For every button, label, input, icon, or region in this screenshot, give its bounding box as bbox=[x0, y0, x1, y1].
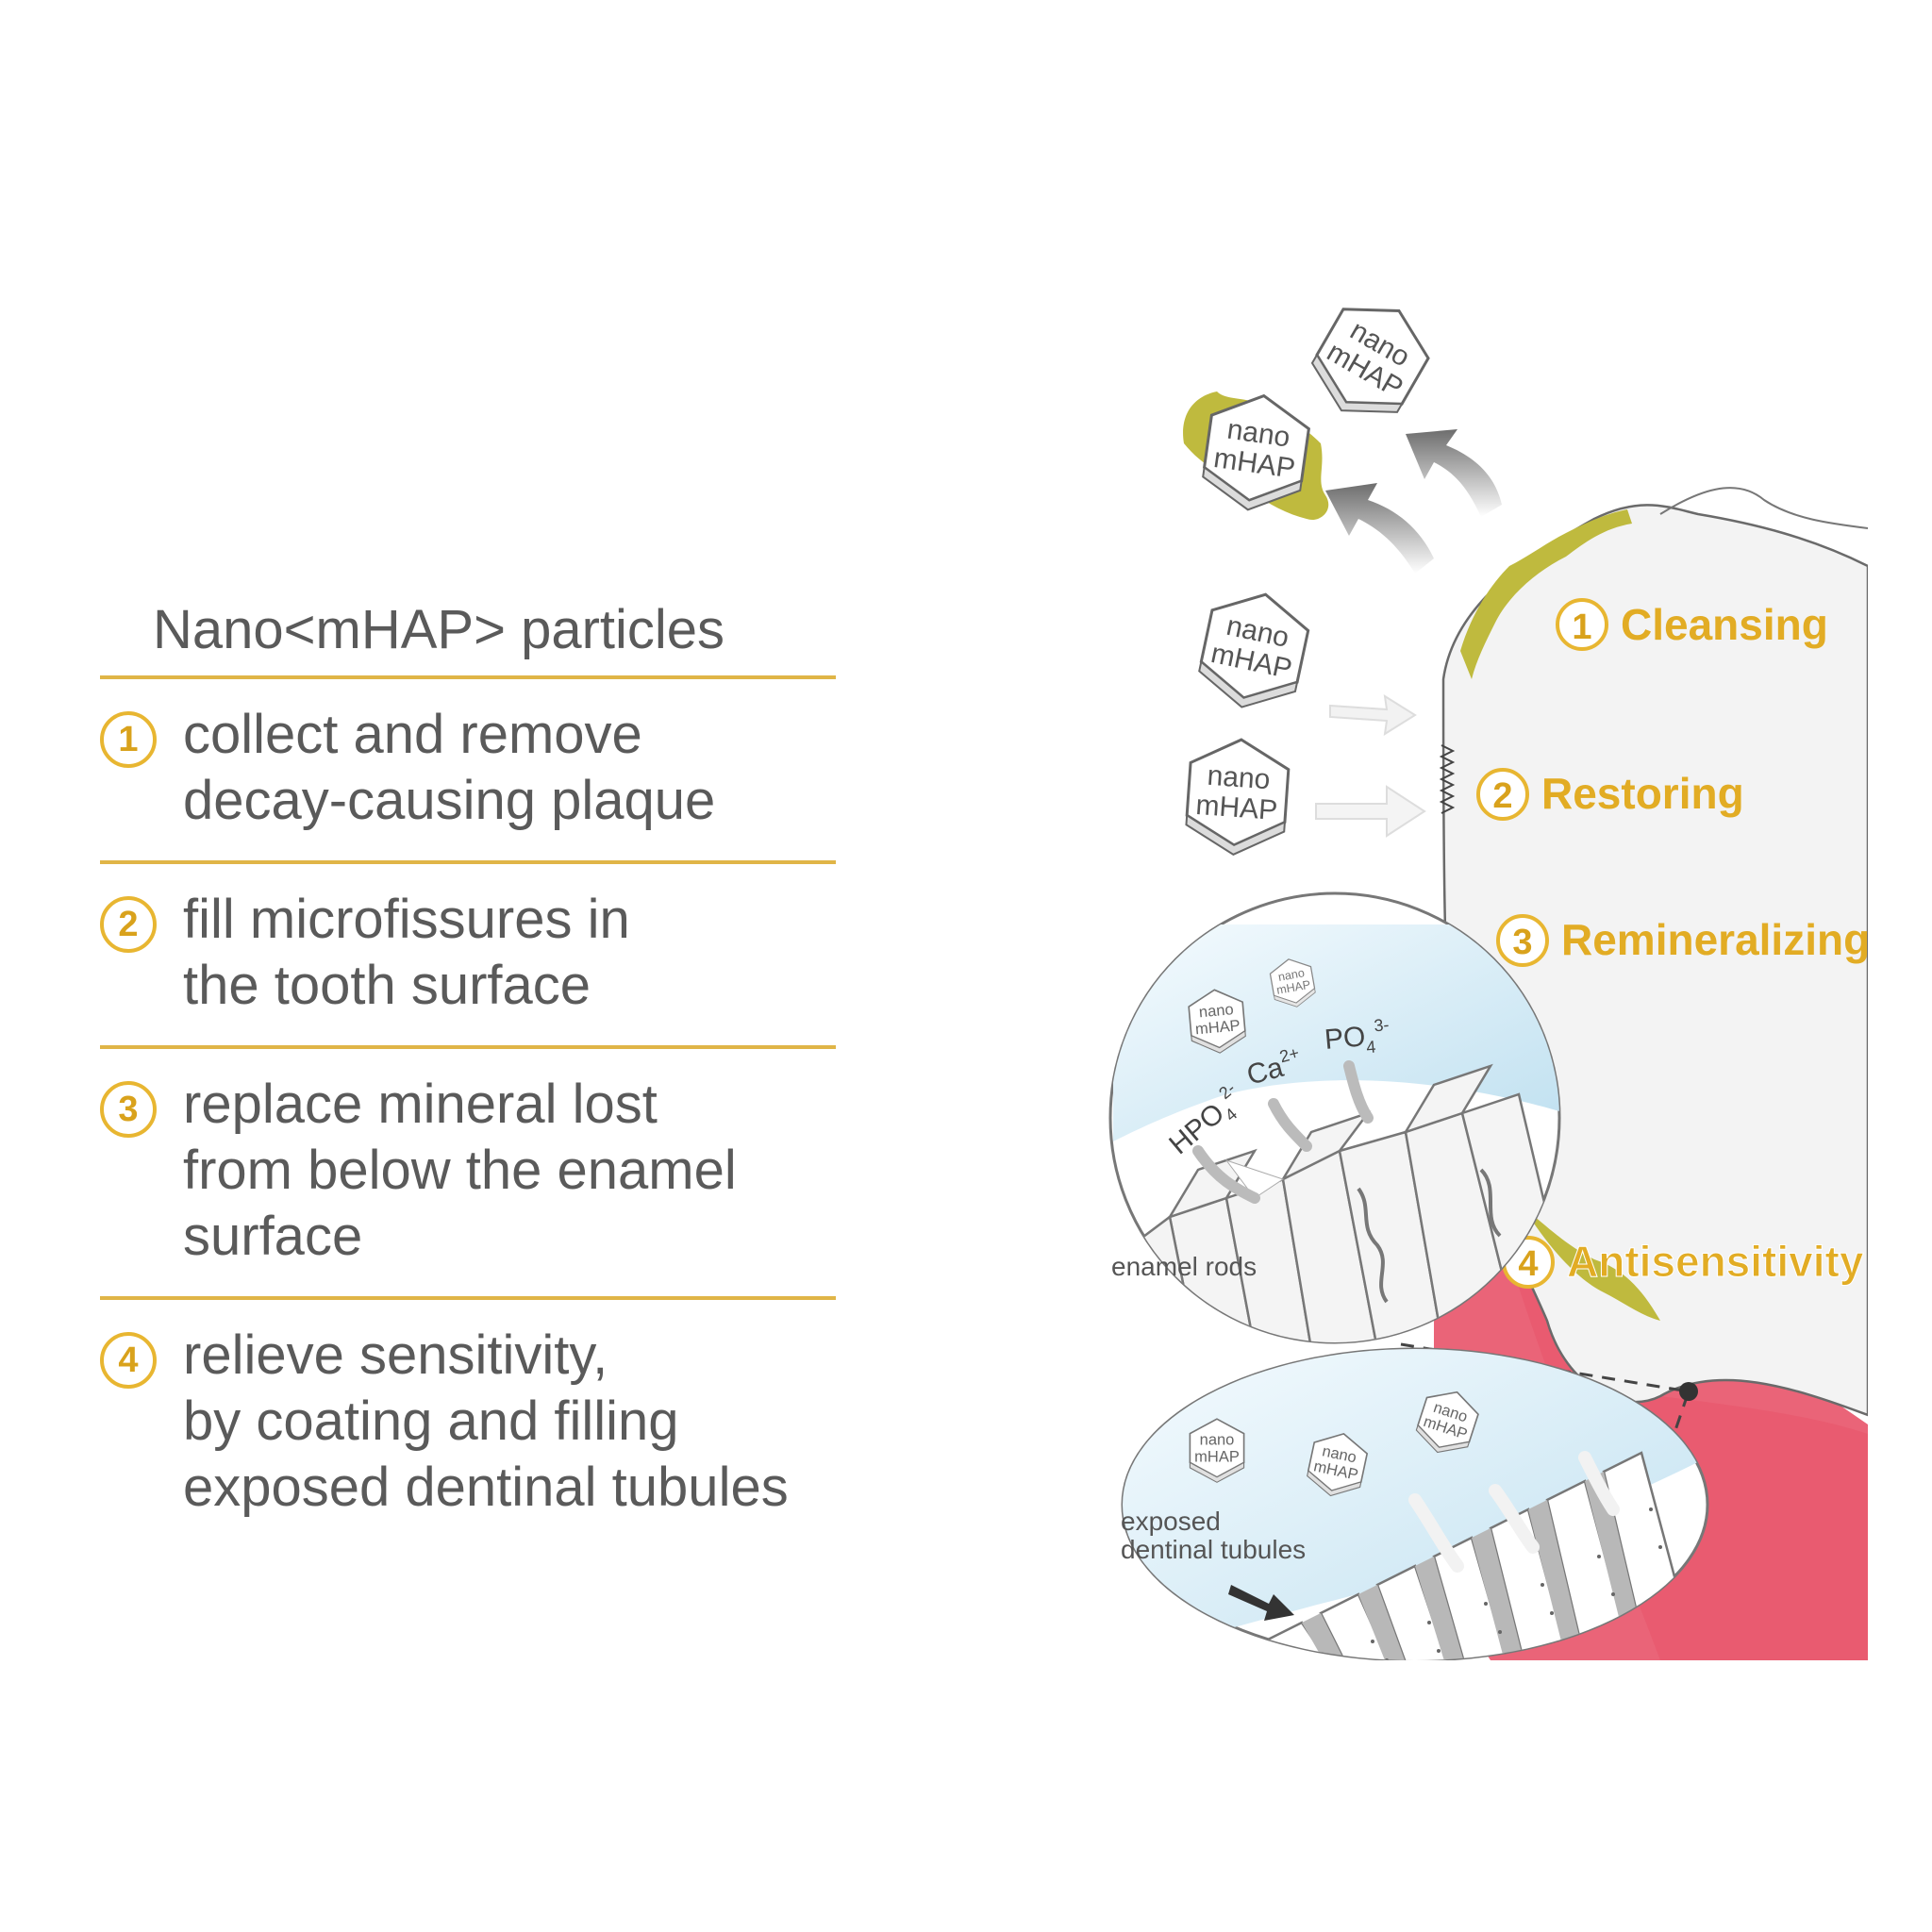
nano-mhap-particle: nano mHAP bbox=[1185, 738, 1291, 856]
svg-text:mHAP: mHAP bbox=[1275, 978, 1311, 997]
enamel-rods-caption: enamel rods bbox=[1111, 1252, 1257, 1281]
item-text: replace mineral lost from below the enam… bbox=[183, 1072, 737, 1270]
item-line: from below the enamel bbox=[183, 1140, 737, 1201]
svg-text:nano: nano bbox=[1200, 1432, 1235, 1449]
microfissure-ridges bbox=[1439, 744, 1456, 814]
dentinal-caption-line1: exposed bbox=[1121, 1507, 1221, 1536]
nano-mhap-particle: nano mHAP bbox=[1310, 308, 1430, 413]
svg-text:3: 3 bbox=[1512, 923, 1532, 962]
tubule-dots bbox=[1314, 1507, 1662, 1660]
svg-text:2: 2 bbox=[1492, 776, 1512, 816]
svg-text:mHAP: mHAP bbox=[1194, 790, 1278, 826]
item-line: collect and remove bbox=[183, 704, 642, 765]
item-line: exposed dentinal tubules bbox=[183, 1457, 789, 1518]
svg-text:mHAP: mHAP bbox=[1194, 1448, 1240, 1465]
item-line: surface bbox=[183, 1206, 363, 1267]
svg-text:nano: nano bbox=[1277, 966, 1306, 984]
item-text: collect and remove decay-causing plaque bbox=[183, 702, 715, 834]
arrow-up-left-icon bbox=[1406, 429, 1502, 517]
number-badge: 2 bbox=[100, 896, 157, 953]
pointer-arrow-icon bbox=[1228, 1585, 1294, 1621]
svg-text:mHAP: mHAP bbox=[1194, 1017, 1241, 1038]
svg-text:1: 1 bbox=[1572, 608, 1591, 647]
svg-text:nano: nano bbox=[1207, 760, 1272, 796]
svg-text:Remineralizing: Remineralizing bbox=[1561, 915, 1868, 964]
item-line: by coating and filling bbox=[183, 1391, 679, 1452]
tubule-gray bbox=[1302, 1472, 1641, 1660]
item-text: fill microfissures in the tooth surface bbox=[183, 887, 630, 1019]
item-line: relieve sensitivity, bbox=[183, 1324, 608, 1386]
list-item: 3 replace mineral lost from below the en… bbox=[100, 1049, 836, 1300]
svg-text:nano: nano bbox=[1198, 1001, 1234, 1021]
dentinal-tubules-inset: nano mHAP nano mHAP nano mHAP exposed de… bbox=[1121, 1347, 1709, 1660]
arrow-right-icon bbox=[1315, 785, 1426, 838]
number-badge: 3 bbox=[100, 1081, 157, 1138]
arrow-up-left-icon bbox=[1325, 483, 1434, 574]
benefits-list: Nano<mHAP> particles 1 collect and remov… bbox=[100, 585, 836, 1547]
number-badge: 1 bbox=[100, 711, 157, 768]
arrow-right-icon bbox=[1329, 694, 1417, 736]
step-restoring: 2 Restoring bbox=[1476, 768, 1744, 821]
plaque-bits bbox=[1524, 1208, 1660, 1321]
svg-text:Restoring: Restoring bbox=[1541, 769, 1744, 818]
tooth-diagram: 1 Cleansing 2 Restoring 3 Remineralizing… bbox=[1108, 308, 1868, 1660]
svg-text:Antisensitivity: Antisensitivity bbox=[1567, 1237, 1864, 1286]
list-heading: Nano<mHAP> particles bbox=[100, 585, 836, 679]
callout-dot bbox=[1679, 1382, 1698, 1401]
item-line: decay-causing plaque bbox=[183, 770, 716, 831]
list-item: 1 collect and remove decay-causing plaqu… bbox=[100, 679, 836, 864]
item-line: replace mineral lost bbox=[183, 1074, 658, 1135]
plaque-edge bbox=[1460, 509, 1632, 679]
step-cleansing: 1 Cleansing bbox=[1556, 598, 1828, 651]
svg-text:Cleansing: Cleansing bbox=[1621, 600, 1828, 649]
dentinal-caption-line2: dentinal tubules bbox=[1121, 1535, 1306, 1564]
item-line: fill microfissures in bbox=[183, 889, 630, 950]
ion-po4: PO43- bbox=[1323, 1015, 1391, 1060]
tooth-outline-top bbox=[1659, 487, 1868, 529]
svg-text:4: 4 bbox=[1518, 1244, 1538, 1284]
item-text: relieve sensitivity, by coating and fill… bbox=[183, 1323, 789, 1521]
nano-mhap-particle: nano mHAP bbox=[1198, 592, 1310, 708]
list-item: 4 relieve sensitivity, by coating and fi… bbox=[100, 1300, 836, 1547]
step-antisensitivity: 4 Antisensitivity bbox=[1502, 1236, 1864, 1289]
nano-mhap-particle: nano mHAP bbox=[1202, 393, 1311, 511]
item-line: the tooth surface bbox=[183, 955, 591, 1016]
number-badge: 4 bbox=[100, 1332, 157, 1389]
list-item: 2 fill microfissures in the tooth surfac… bbox=[100, 864, 836, 1049]
step-remineralizing: 3 Remineralizing bbox=[1496, 914, 1868, 967]
